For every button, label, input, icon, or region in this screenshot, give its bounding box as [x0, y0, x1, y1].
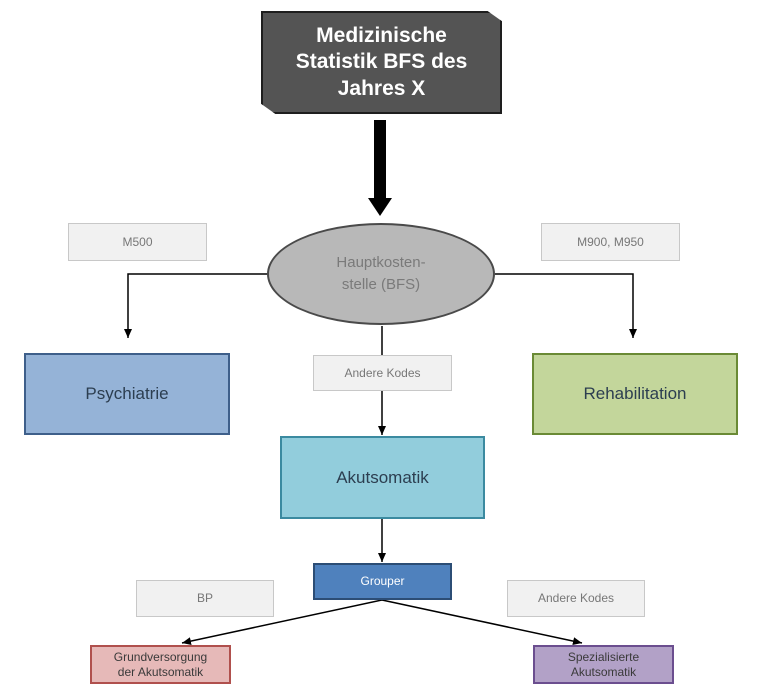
- main-cost-center-node: Hauptkosten- stelle (BFS): [267, 223, 495, 325]
- hub-line-1: Hauptkosten-: [336, 254, 426, 272]
- hub-line-2: stelle (BFS): [341, 276, 421, 293]
- title-line-2: Statistik BFS des: [295, 50, 468, 74]
- source-title-box: Medizinische Statistik BFS des Jahres X: [261, 11, 502, 114]
- code-label-m900-m950: M900, M950: [541, 223, 680, 261]
- grouper-box: Grouper: [313, 563, 452, 600]
- psychiatry-box: Psychiatrie: [24, 353, 230, 435]
- code-label-bp: BP: [136, 580, 274, 617]
- rehabilitation-box: Rehabilitation: [532, 353, 738, 435]
- specialized-care-line-1: Spezialisierte: [567, 649, 640, 664]
- basic-care-line-1: Grundversorgung: [113, 649, 208, 664]
- basic-acute-care-box: Grundversorgung der Akutsomatik: [90, 645, 231, 684]
- arrow-to-psychiatry: [124, 273, 268, 338]
- code-label-m500: M500: [68, 223, 207, 261]
- basic-care-line-2: der Akutsomatik: [117, 664, 204, 679]
- code-label-other-codes: Andere Kodes: [313, 355, 452, 391]
- arrow-to-rehabilitation: [495, 273, 637, 338]
- specialized-care-line-2: Akutsomatik: [570, 664, 637, 679]
- arrow-to-specialized-care: [381, 599, 583, 646]
- code-label-other-codes-grouper: Andere Kodes: [507, 580, 645, 617]
- acute-care-box: Akutsomatik: [280, 436, 485, 519]
- title-line-1: Medizinische: [316, 24, 447, 48]
- main-flow-arrow: [368, 120, 392, 216]
- arrow-to-basic-care: [181, 599, 383, 646]
- title-line-3: Jahres X: [337, 76, 426, 100]
- specialized-acute-care-box: Spezialisierte Akutsomatik: [533, 645, 674, 684]
